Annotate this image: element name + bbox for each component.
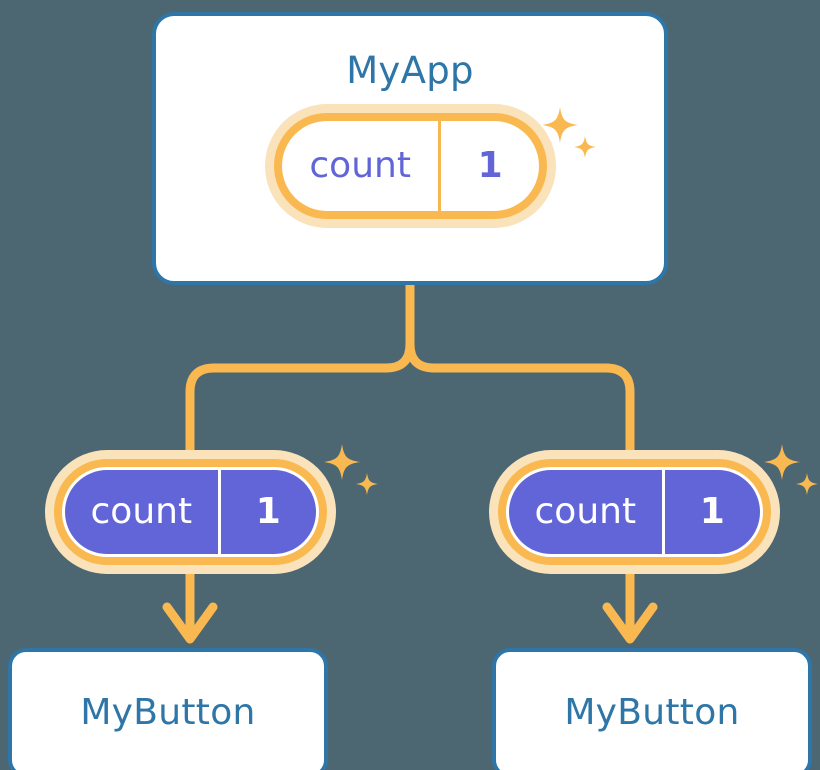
state-pill-child-right[interactable]: count 1 xyxy=(489,450,780,574)
state-pill-ring: count 1 xyxy=(54,459,327,565)
mybutton-label: MyButton xyxy=(80,692,256,733)
state-pill-ring: count 1 xyxy=(498,459,771,565)
state-pill-myapp[interactable]: count 1 xyxy=(265,104,556,228)
state-pill-value: 1 xyxy=(477,145,503,186)
state-pill-value: 1 xyxy=(255,491,281,532)
state-pill-key: count xyxy=(509,470,665,554)
page-title: MyApp xyxy=(346,49,474,92)
state-pill-key: count xyxy=(65,470,221,554)
state-pill-body: count 1 xyxy=(282,121,539,211)
connector-to-right-child xyxy=(405,280,635,457)
state-pill-child-left[interactable]: count 1 xyxy=(45,450,336,574)
mybutton-label: MyButton xyxy=(564,692,740,733)
mybutton-card-right[interactable]: MyButton xyxy=(492,648,812,770)
mybutton-card-left[interactable]: MyButton xyxy=(8,648,328,770)
state-pill-key: count xyxy=(282,121,442,211)
state-pill-body: count 1 xyxy=(62,467,319,557)
state-pill-ring: count 1 xyxy=(274,113,547,219)
state-pill-value: 1 xyxy=(699,491,725,532)
connector-to-left-child xyxy=(185,280,415,457)
arrow-down-icon-left xyxy=(162,602,218,644)
arrow-down-icon-right xyxy=(602,602,658,644)
state-pill-body: count 1 xyxy=(506,467,763,557)
